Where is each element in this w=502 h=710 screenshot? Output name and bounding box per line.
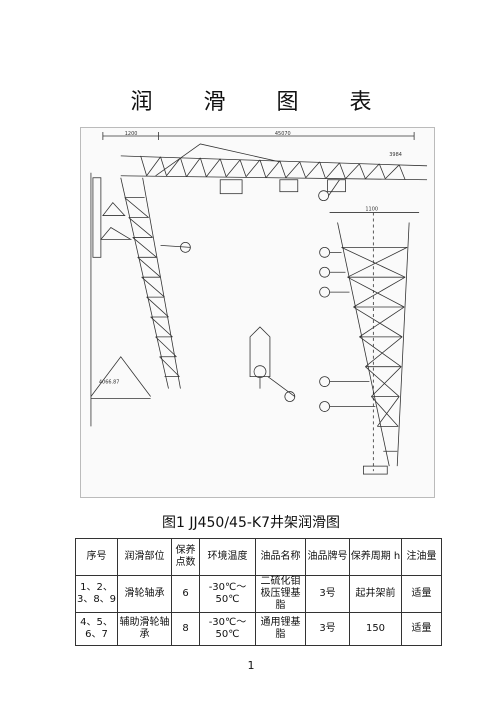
header-cell: 油品牌号 (305, 538, 350, 576)
table-cell: 4、5、6、7 (75, 612, 118, 646)
header-cell: 润滑部位 (117, 538, 172, 576)
table-cell: 辅助滑轮轴承 (117, 612, 172, 646)
dim-label-3: 3984 (389, 152, 402, 158)
table-cell: 适量 (401, 575, 442, 613)
table-cell: 滑轮轴承 (117, 575, 172, 613)
dim-label-4: 1100 (365, 207, 378, 213)
table-cell: -30℃～50℃ (199, 612, 256, 646)
table-cell: 6 (171, 575, 200, 613)
dim-label-2: 45070 (275, 131, 291, 137)
table-row: 1、2、3、8、9 滑轮轴承 6 -30℃～50℃ 二硫化钼极压锂基脂 3号 起… (75, 575, 442, 613)
figure-caption: 图1 JJ450/45-K7井架润滑图 (161, 515, 340, 531)
table-row: 4、5、6、7 辅助滑轮轴承 8 -30℃～50℃ 通用锂基脂 3号 150 适… (75, 612, 442, 646)
header-cell: 环境温度 (199, 538, 256, 576)
header-cell: 注油量 (401, 538, 442, 576)
table-cell: 8 (171, 612, 200, 646)
table-cell: 二硫化钼极压锂基脂 (255, 575, 306, 613)
lubrication-table: 序号 润滑部位 保养点数 环境温度 油品名称 油品牌号 保养周期 h 注油量 1… (75, 538, 442, 646)
table-cell: 适量 (401, 612, 442, 646)
header-cell: 油品名称 (255, 538, 306, 576)
header-cell: 序号 (75, 538, 118, 576)
derrick-drawing-svg: 1200 45070 3984 1100 4066.87 (90, 131, 428, 475)
table-cell: 3号 (305, 612, 350, 646)
header-cell: 保养周期 h (349, 538, 402, 576)
page-number: 1 (247, 659, 255, 672)
table-cell: 通用锂基脂 (255, 612, 306, 646)
dim-label-1: 1200 (125, 131, 138, 137)
table-cell: -30℃～50℃ (199, 575, 256, 613)
table-header-row: 序号 润滑部位 保养点数 环境温度 油品名称 油品牌号 保养周期 h 注油量 (75, 538, 442, 576)
header-cell: 保养点数 (171, 538, 200, 576)
table-cell: 1、2、3、8、9 (75, 575, 118, 613)
derrick-drawing: 1200 45070 3984 1100 4066.87 (80, 127, 435, 498)
dim-label-5: 4066.87 (99, 380, 120, 386)
page-title: 润 滑 图 表 (130, 90, 394, 115)
table-cell: 150 (349, 612, 402, 646)
table-cell: 3号 (305, 575, 350, 613)
table-cell: 起井架前 (349, 575, 402, 613)
